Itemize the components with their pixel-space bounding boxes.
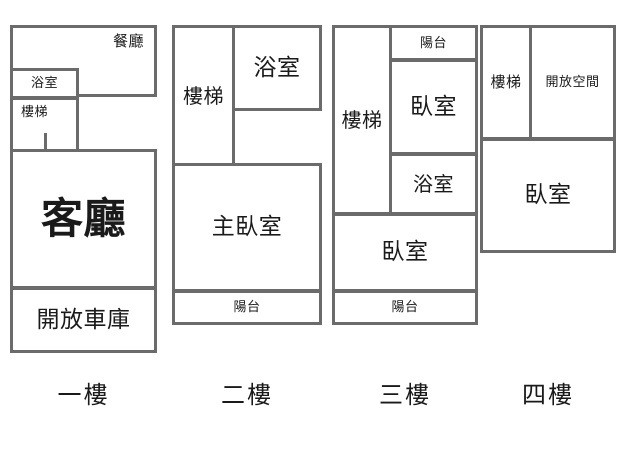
- room-label: 樓梯: [183, 83, 224, 108]
- room-label: 樓梯: [341, 108, 383, 132]
- room-label: 臥室: [381, 239, 429, 265]
- room-balcony-lower-3f: 陽台: [332, 290, 478, 325]
- room-label: 樓梯: [21, 105, 49, 120]
- room-label: 陽台: [233, 300, 261, 315]
- room-open-space-4f: 開放空間: [529, 25, 616, 140]
- floor-plan-2f: 樓梯 浴室 主臥室 陽台: [172, 25, 322, 325]
- room-balcony-upper-3f: 陽台: [389, 25, 478, 61]
- room-label: 樓梯: [490, 73, 522, 91]
- room-bathroom-3f: 浴室: [389, 153, 478, 215]
- room-bedroom-upper-3f: 臥室: [389, 59, 478, 155]
- room-label: 浴室: [30, 76, 58, 91]
- room-living-room-1f: 客廳: [10, 149, 157, 289]
- room-label: 浴室: [413, 172, 454, 196]
- room-label: 餐廳: [112, 32, 144, 50]
- room-label: 臥室: [410, 93, 457, 120]
- room-staircase-3f: 樓梯: [332, 25, 392, 215]
- room-bedroom-4f: 臥室: [480, 138, 616, 253]
- room-label: 浴室: [253, 54, 301, 81]
- room-bathroom-1f: 浴室: [10, 68, 79, 99]
- room-balcony-2f: 陽台: [172, 290, 322, 325]
- floor-plan-1f: 餐廳 浴室 樓梯 客廳 開放車庫: [10, 25, 157, 353]
- floor-plan-4f: 樓梯 開放空間 臥室: [480, 25, 616, 253]
- room-label: 陽台: [419, 35, 447, 51]
- floor-caption-2f: 二樓: [221, 381, 273, 409]
- room-open-garage-1f: 開放車庫: [10, 287, 157, 353]
- room-label: 客廳: [40, 194, 126, 243]
- floor-caption-3f: 三樓: [379, 381, 431, 409]
- room-label: 開放空間: [545, 75, 600, 90]
- room-label: 開放車庫: [36, 306, 131, 333]
- room-label: 陽台: [391, 300, 419, 315]
- room-staircase-4f: 樓梯: [480, 25, 532, 140]
- room-staircase-2f: 樓梯: [172, 25, 235, 166]
- floor-plan-3f: 樓梯 陽台 臥室 浴室 臥室 陽台: [332, 25, 478, 325]
- room-label: 臥室: [524, 182, 572, 208]
- room-bedroom-lower-3f: 臥室: [332, 213, 478, 292]
- room-label: 主臥室: [211, 214, 283, 240]
- room-master-bedroom-2f: 主臥室: [172, 163, 322, 292]
- floor-caption-1f: 一樓: [57, 381, 110, 409]
- floor-caption-4f: 四樓: [522, 381, 574, 409]
- room-bathroom-2f: 浴室: [232, 25, 322, 111]
